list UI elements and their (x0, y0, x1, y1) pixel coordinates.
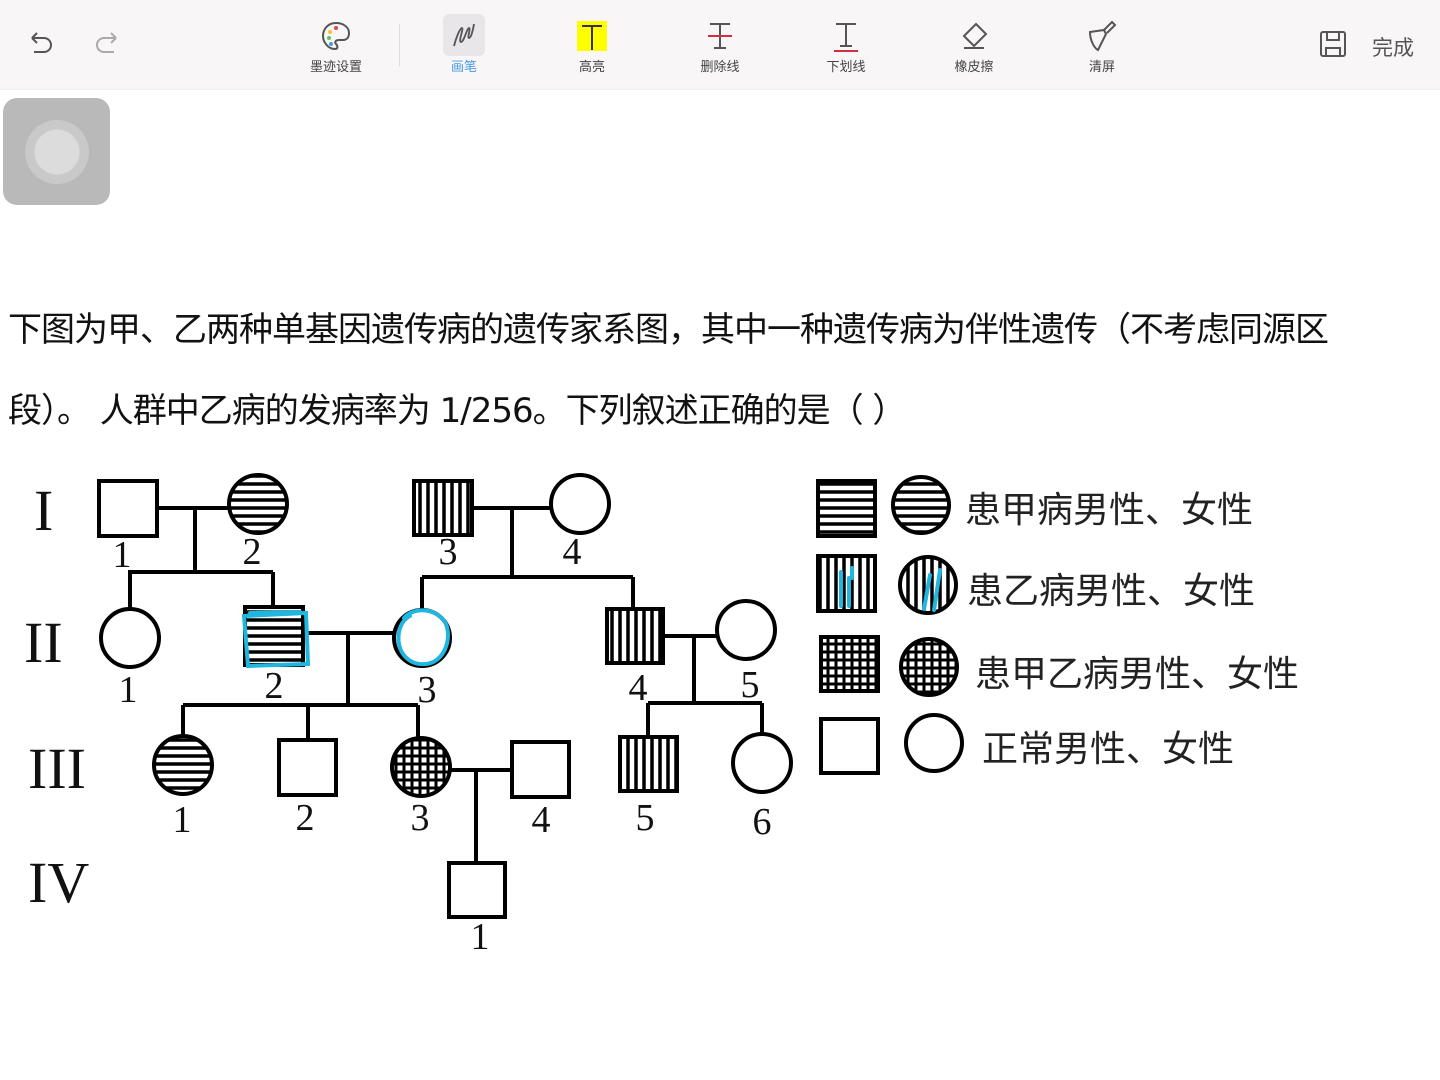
individual-number: 2 (243, 531, 262, 573)
individual-III-5 (618, 735, 679, 793)
highlight-icon (577, 21, 607, 51)
legend-female-normal (904, 713, 964, 773)
individual-number: 3 (418, 669, 437, 711)
legend-female-ab (899, 637, 959, 697)
pedigree-chart: I II III IV 1 2 3 4 1 2 3 4 5 (24, 473, 1299, 958)
clear-screen-icon (1088, 20, 1117, 52)
eraser-icon (962, 22, 988, 49)
question-line-2: 段）。 人群中乙病的发病率为 1/256。下列叙述正确的是（ ） (8, 391, 906, 431)
tool-label: 橡皮擦 (954, 60, 994, 75)
annotation-stroke (839, 566, 854, 608)
individual-II-4 (605, 607, 665, 665)
legend-male-a (816, 479, 877, 538)
legend-male-b (816, 554, 877, 613)
legend-label: 正常男性、女性 (982, 729, 1234, 770)
individual-number: 4 (563, 531, 582, 573)
annotation-circle-II-3 (396, 608, 450, 667)
tool-label: 删除线 (700, 60, 740, 75)
individual-number: 3 (439, 531, 458, 573)
individual-number: 2 (265, 665, 284, 707)
annotation-stroke (922, 568, 942, 612)
eraser-button[interactable]: 橡皮擦 (939, 14, 1009, 80)
legend-label: 患甲病男性、女性 (965, 490, 1253, 531)
individual-number: 5 (741, 664, 760, 706)
individual-III-1 (152, 734, 214, 796)
underline-icon (834, 23, 858, 52)
individual-III-3 (390, 736, 452, 798)
individual-number: 6 (753, 801, 772, 843)
pen-button[interactable]: 画笔 (429, 14, 499, 80)
individual-number: 1 (113, 534, 132, 576)
generation-label: IV (28, 850, 89, 915)
legend-female-a (891, 475, 951, 535)
pen-icon (453, 23, 475, 47)
individual-I-1 (97, 479, 159, 538)
individual-I-2 (227, 473, 289, 535)
toolbar: 墨迹设置 画笔 高亮 删除线 下划线 橡皮擦 清屏 完成 (0, 0, 1440, 90)
individual-I-4 (549, 473, 611, 535)
individual-number: 5 (636, 797, 655, 839)
individual-number: 2 (296, 797, 315, 839)
individual-III-4 (510, 740, 571, 799)
clear-screen-button[interactable]: 清屏 (1067, 14, 1137, 80)
tool-label: 墨迹设置 (309, 60, 362, 75)
individual-number: 4 (532, 799, 551, 841)
individual-II-1 (99, 607, 161, 669)
generation-label: III (28, 736, 86, 801)
legend-label: 患乙病男性、女性 (967, 571, 1255, 612)
divider (399, 24, 400, 66)
tool-label: 下划线 (826, 60, 866, 75)
legend-label: 患甲乙病男性、女性 (975, 654, 1299, 695)
generation-label: II (24, 610, 63, 675)
strikethrough-icon (708, 23, 732, 49)
done-button[interactable]: 完成 (1372, 36, 1414, 60)
individual-number: 3 (411, 797, 430, 839)
annotation-box-II-2 (241, 610, 311, 669)
legend (816, 475, 964, 775)
tool-label: 高亮 (578, 60, 605, 75)
generation-label: I (34, 478, 53, 543)
underline-button[interactable]: 下划线 (811, 14, 881, 80)
legend-male-normal (819, 717, 880, 775)
individual-I-3 (412, 479, 474, 537)
save-icon[interactable] (1318, 29, 1348, 59)
individual-number: 4 (629, 667, 648, 709)
tool-label: 清屏 (1088, 60, 1115, 75)
legend-male-ab (819, 635, 880, 693)
tool-label: 画笔 (450, 60, 477, 75)
individual-III-6 (731, 732, 793, 794)
assistive-touch-button[interactable] (3, 98, 110, 205)
individual-number: 1 (119, 669, 138, 711)
undo-icon[interactable] (24, 28, 56, 60)
redo-icon[interactable] (92, 28, 124, 60)
individual-number: 1 (173, 799, 192, 841)
pedigree-lines (128, 506, 764, 863)
strikethrough-button[interactable]: 删除线 (685, 14, 755, 80)
palette-icon (321, 21, 351, 51)
ink-settings-button[interactable]: 墨迹设置 (301, 14, 371, 80)
individual-II-5 (715, 599, 777, 661)
highlight-button[interactable]: 高亮 (557, 14, 627, 80)
pen-annotations (241, 566, 942, 669)
assistive-touch-knob (25, 120, 89, 184)
individual-IV-1 (447, 861, 507, 919)
question-line-1: 下图为甲、乙两种单基因遗传病的遗传家系图，其中一种遗传病为伴性遗传（不考虑同源区 (8, 310, 1329, 350)
individual-III-2 (277, 738, 338, 797)
individual-number: 1 (471, 916, 490, 958)
